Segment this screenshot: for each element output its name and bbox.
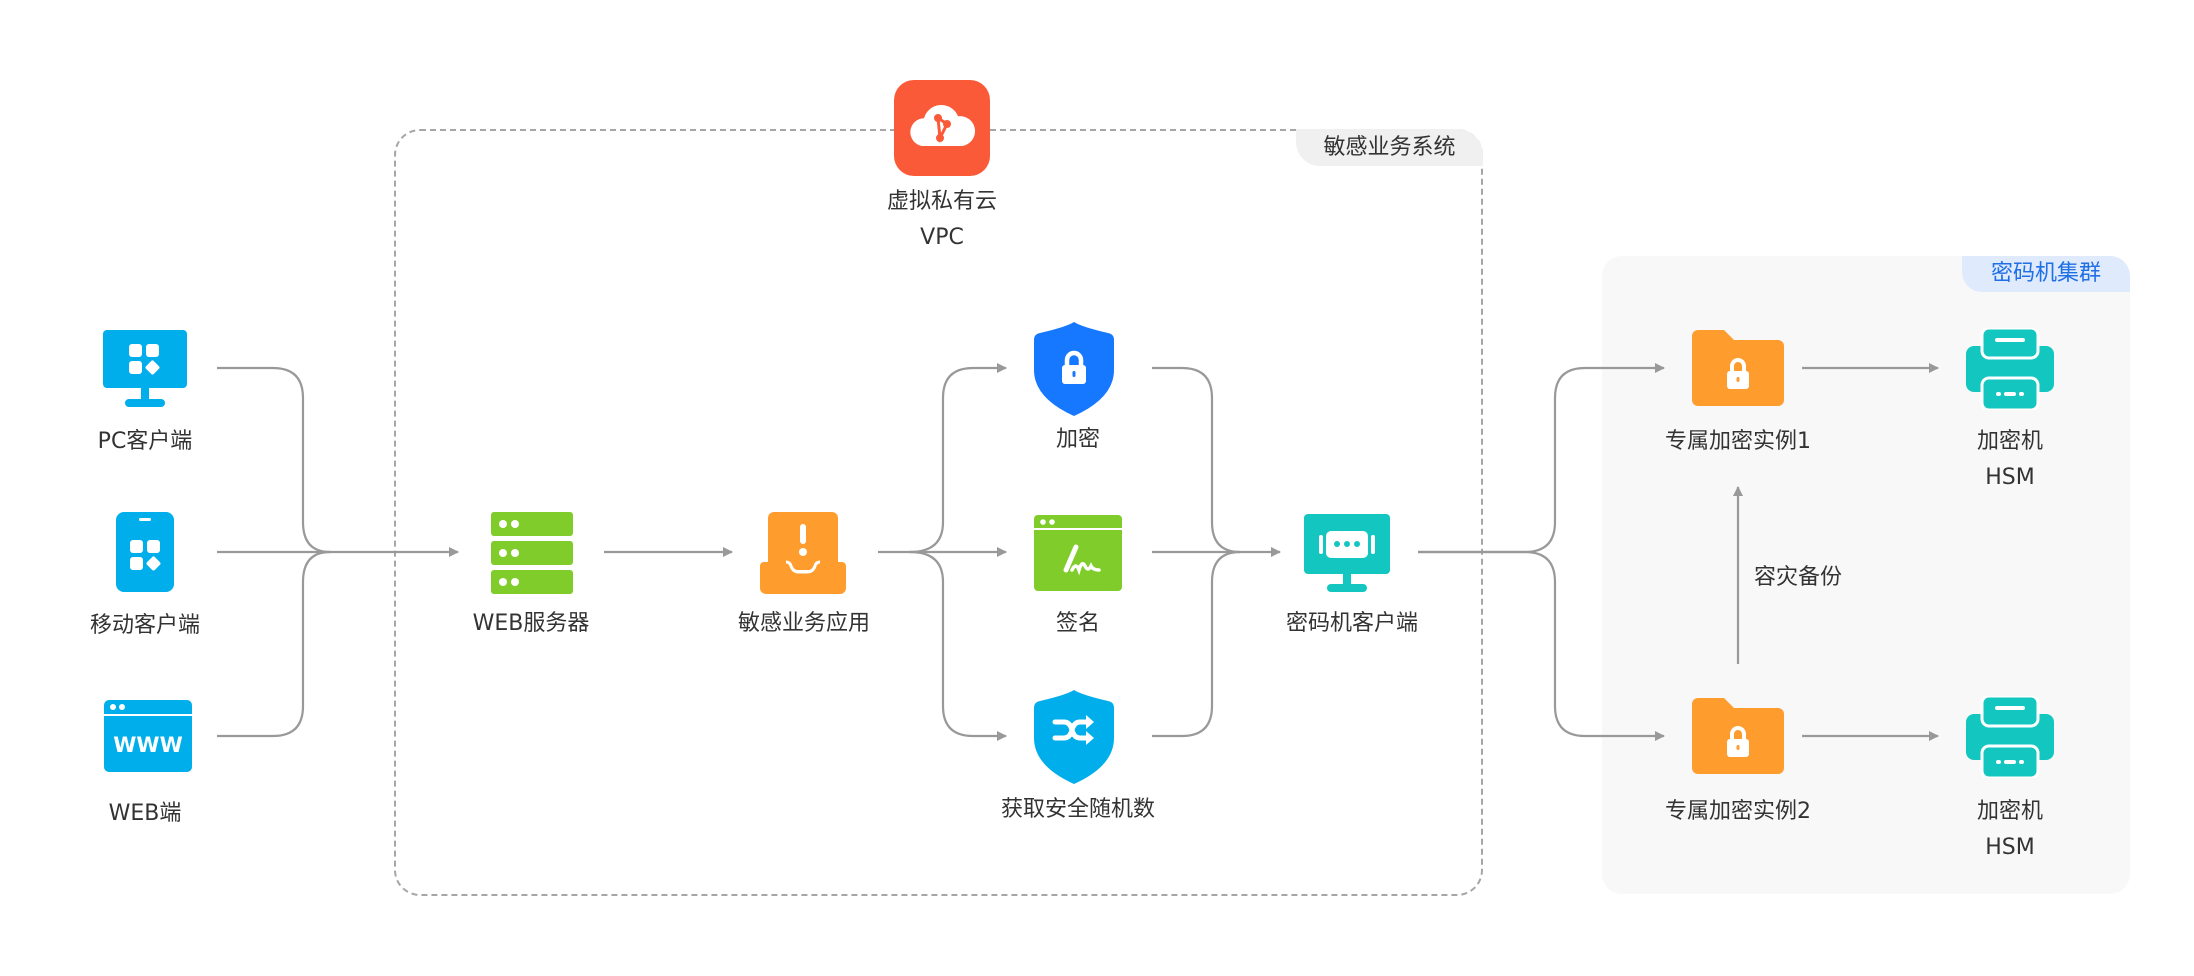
monitor-password-icon	[1304, 514, 1390, 592]
sensitive-system-label: 敏感业务系统	[1296, 129, 1483, 166]
web-server-node[interactable]	[491, 512, 573, 594]
web-client-label: WEB端	[108, 801, 182, 826]
folder-lock-icon	[1692, 698, 1784, 774]
desktop-app-icon	[103, 330, 187, 407]
encrypt-label: 加密	[1055, 427, 1101, 452]
vpc-subtitle: VPC	[920, 225, 964, 250]
mobile-client-node[interactable]	[116, 512, 174, 592]
instance-1-node[interactable]	[1692, 330, 1784, 406]
browser-www-icon: WWW	[104, 700, 192, 772]
connector-random-to-client	[1152, 550, 1241, 738]
random-node[interactable]	[1034, 690, 1114, 784]
random-label: 获取安全随机数	[1000, 797, 1156, 822]
pc-client-node[interactable]	[103, 330, 187, 410]
hsm-2-node[interactable]	[1966, 694, 2054, 780]
hsm-cluster-label: 密码机集群	[1962, 256, 2130, 292]
connector-app-to-random	[909, 550, 1007, 741]
connector-web-to-server	[217, 550, 331, 738]
vpc-title: 虚拟私有云	[886, 189, 998, 214]
vpc-node[interactable]	[894, 80, 990, 176]
connector-encrypt-to-client	[1152, 366, 1241, 554]
connector-pc-to-server	[217, 366, 331, 554]
hsm-device-icon	[1966, 694, 2054, 780]
pc-client-label: PC客户端	[97, 429, 193, 454]
crypto-client-label: 密码机客户端	[1285, 611, 1419, 636]
sign-node[interactable]	[1034, 515, 1122, 591]
shield-shuffle-icon	[1034, 690, 1114, 784]
hsm-1-label: 加密机	[1976, 429, 2044, 454]
web-server-label: WEB服务器	[472, 611, 590, 636]
crypto-client-node[interactable]	[1304, 514, 1390, 594]
backup-label: 容灾备份	[1754, 565, 1843, 590]
connector-app-to-encrypt	[909, 363, 1007, 554]
shield-lock-icon	[1034, 322, 1114, 416]
mobile-app-icon	[116, 512, 174, 592]
connector-client-to-instance1	[1418, 363, 1665, 554]
signature-window-icon	[1034, 515, 1122, 591]
hsm-2-label: 加密机	[1976, 799, 2044, 824]
hsm-1-sublabel: HSM	[1985, 465, 2035, 490]
alert-tray-icon	[760, 512, 846, 594]
encrypt-node[interactable]	[1034, 322, 1114, 416]
connector-client-to-instance2	[1418, 550, 1665, 741]
instance-2-node[interactable]	[1692, 698, 1784, 774]
sensitive-app-node[interactable]	[760, 512, 846, 594]
instance-2-label: 专属加密实例2	[1665, 799, 1811, 824]
sign-label: 签名	[1055, 611, 1101, 636]
www-glyph: WWW	[113, 733, 183, 757]
hsm-2-sublabel: HSM	[1985, 835, 2035, 860]
instance-1-label: 专属加密实例1	[1665, 429, 1811, 454]
hsm-1-node[interactable]	[1966, 326, 2054, 412]
sensitive-app-label: 敏感业务应用	[737, 611, 871, 636]
hsm-device-icon	[1966, 326, 2054, 412]
folder-lock-icon	[1692, 330, 1784, 406]
web-client-node[interactable]: WWW	[104, 700, 192, 772]
mobile-client-label: 移动客户端	[89, 613, 201, 638]
cloud-network-icon	[894, 80, 990, 176]
server-rack-icon	[491, 512, 573, 594]
